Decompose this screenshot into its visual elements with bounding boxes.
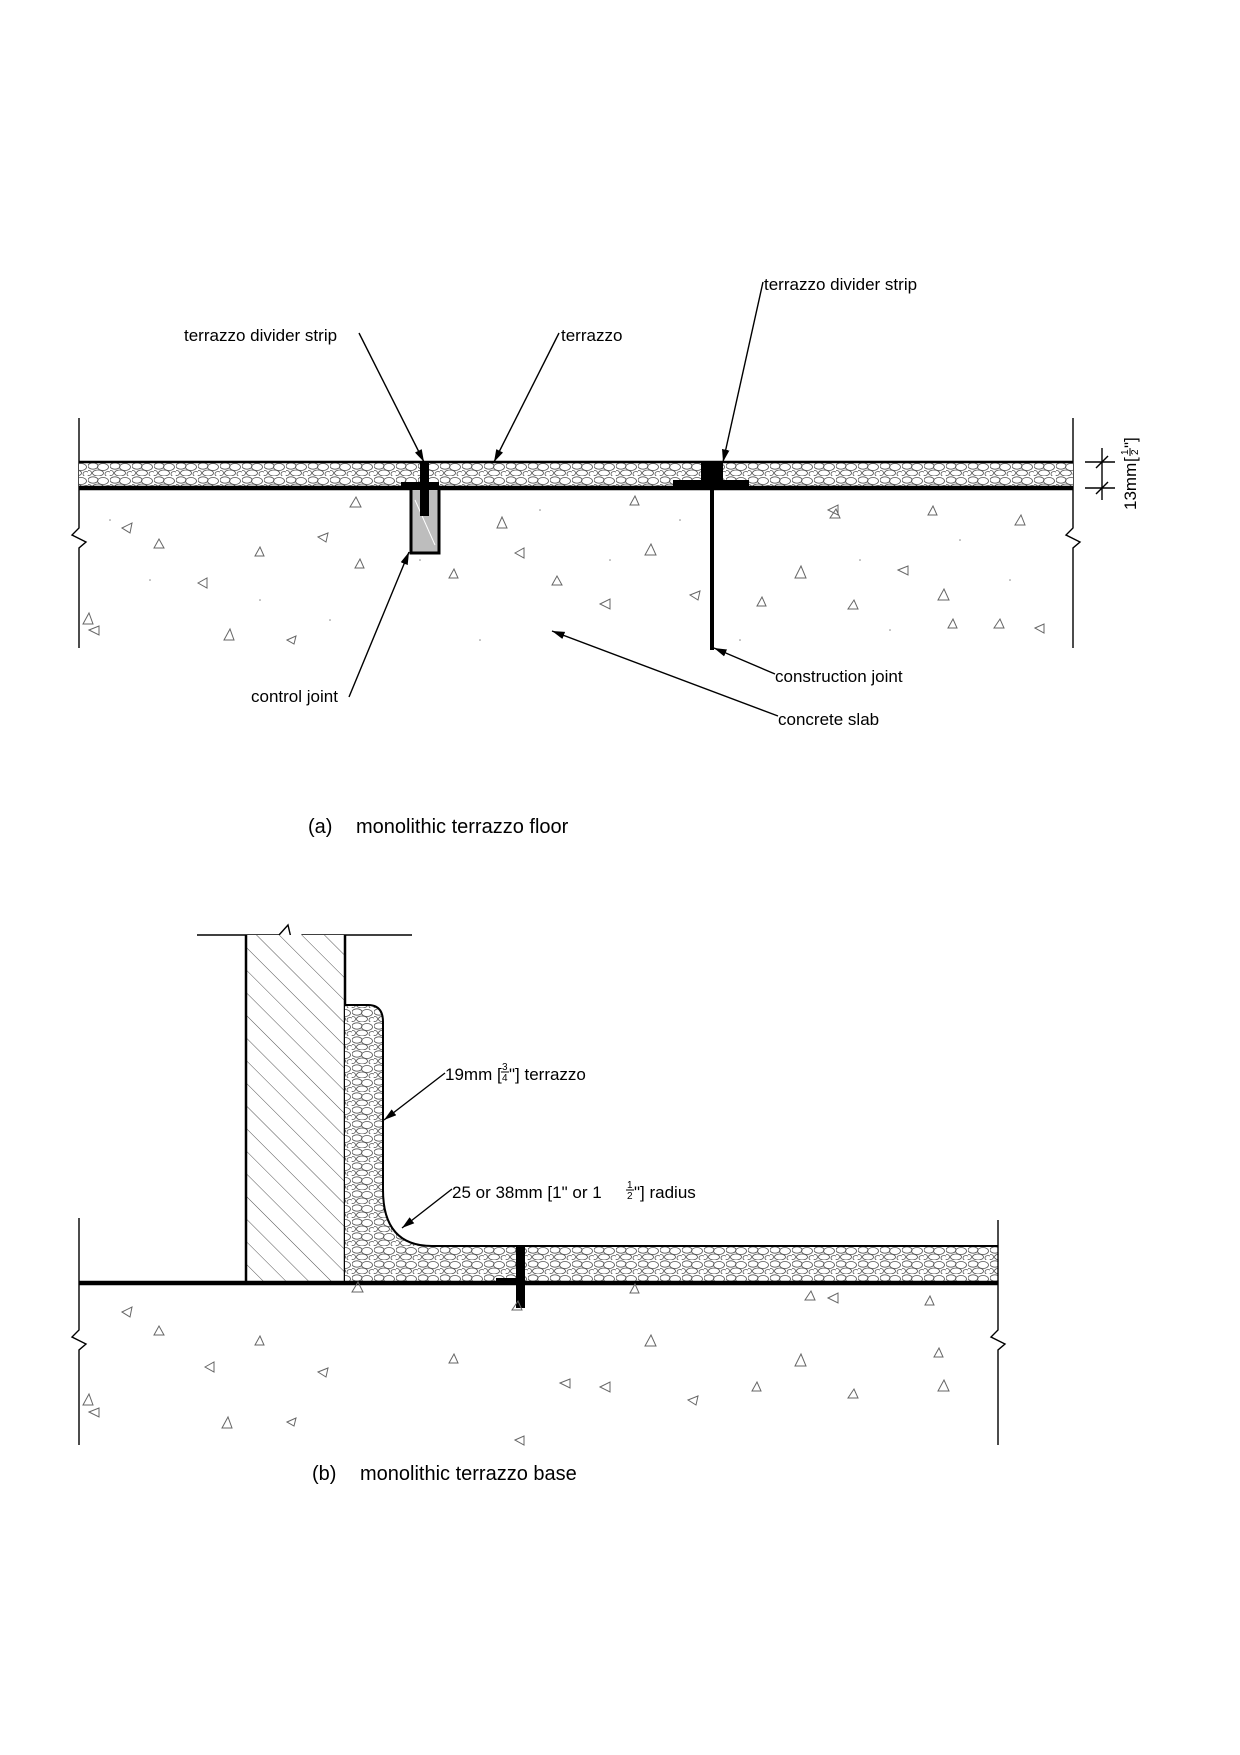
concrete-aggregate-b <box>82 1280 950 1446</box>
leader-control-joint <box>348 551 410 698</box>
label-radius: 25 or 38mm [1" or 1 1 2 "] radius <box>452 1180 696 1202</box>
terrazzo-thickness-suffix: "] terrazzo <box>509 1065 586 1084</box>
dimension-bracket-open: [ <box>1121 457 1140 462</box>
leader-terrazzo <box>493 332 560 463</box>
construction-joint <box>673 462 749 650</box>
dimension-denominator: 2 <box>1130 449 1141 455</box>
label-concrete-slab: concrete slab <box>778 710 879 729</box>
concrete-specks <box>109 509 1011 641</box>
leader-terrazzo-thickness <box>383 1072 446 1121</box>
dimension-metric: 13mm <box>1121 463 1140 510</box>
thickness-dimension: 13mm [ 1 2 "] <box>1085 437 1141 510</box>
radius-prefix: 25 or 38mm [1" or 1 <box>452 1183 602 1202</box>
control-joint <box>401 462 441 555</box>
wall <box>246 935 345 1283</box>
leader-divider-strip-right <box>722 281 764 463</box>
dimension-bracket-close: "] <box>1121 437 1140 448</box>
leader-construction-joint <box>713 647 776 675</box>
divider-strip-right <box>701 462 723 484</box>
terrazzo-base <box>345 1005 998 1283</box>
terrazzo-thickness-den: 4 <box>502 1073 508 1084</box>
radius-num: 1 <box>627 1180 633 1191</box>
caption-b-letter: (b) <box>312 1463 336 1485</box>
slab-b-right-edge <box>989 1220 1007 1445</box>
slab-b-left-edge <box>70 1218 88 1445</box>
terrazzo-thickness-num: 3 <box>502 1062 508 1073</box>
label-control-joint: control joint <box>251 687 338 706</box>
detail-b-base: 19mm [ 3 4 "] terrazzo 25 or 38mm [1" or… <box>70 923 1007 1485</box>
label-divider-strip-left: terrazzo divider strip <box>184 326 337 345</box>
leader-radius <box>401 1188 453 1229</box>
dimension-numerator: 1 <box>1120 449 1131 455</box>
terrazzo-layer <box>79 462 1073 488</box>
label-terrazzo: terrazzo <box>561 326 622 345</box>
caption-a-title: monolithic terrazzo floor <box>356 816 569 838</box>
leader-divider-strip-left <box>358 332 425 463</box>
concrete-aggregate <box>82 494 1045 645</box>
detail-a-floor: terrazzo divider strip terrazzo terrazzo… <box>70 275 1141 838</box>
slab-left-edge <box>70 418 88 648</box>
radius-den: 2 <box>627 1191 633 1202</box>
caption-b-title: monolithic terrazzo base <box>360 1463 577 1485</box>
terrazzo-thickness-prefix: 19mm [ <box>445 1065 502 1084</box>
label-divider-strip-right: terrazzo divider strip <box>764 275 917 294</box>
slab-right-edge <box>1064 418 1082 648</box>
leader-concrete-slab <box>551 630 779 717</box>
radius-suffix: "] radius <box>634 1183 696 1202</box>
divider-strip-base <box>516 1246 525 1308</box>
caption-a-letter: (a) <box>308 816 332 838</box>
label-terrazzo-thickness: 19mm [ 3 4 "] terrazzo <box>445 1062 586 1084</box>
label-construction-joint: construction joint <box>775 667 903 686</box>
